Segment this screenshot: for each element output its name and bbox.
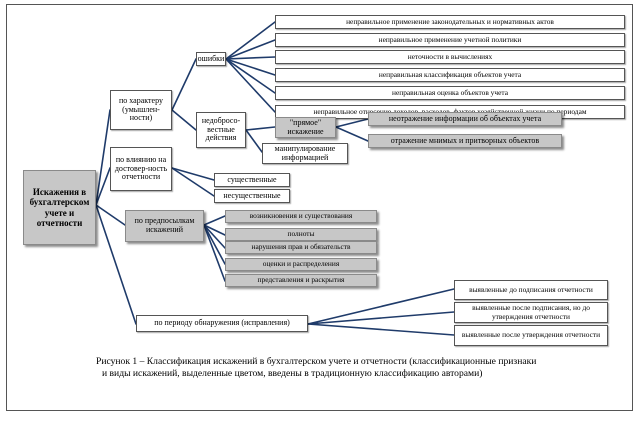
error-item: неправильное применение законодательных …: [275, 15, 625, 29]
node-by-influence: по влиянию на достовер-ность отчетности: [110, 147, 172, 191]
node-by-character: по характеру (умышлен-ности): [110, 90, 172, 130]
detection-item: выявленные после подписания, но до утвер…: [454, 302, 608, 323]
error-item: неправильная оценка объектов учета: [275, 86, 625, 100]
direct-item: неотражение информации об объектах учета: [368, 112, 562, 126]
detection-item: выявленные после утверждения отчетности: [454, 325, 608, 346]
root-node: Искажения в бухгалтерском учете и отчетн…: [23, 170, 96, 245]
node-bad-faith: недобросо-вестные действия: [196, 112, 246, 148]
node-by-detection: по периоду обнаружения (исправления): [136, 315, 308, 332]
error-item: неправильная классификация объектов учет…: [275, 68, 625, 82]
premise-item: представления и раскрытия: [225, 274, 377, 287]
error-item: неточности в вычислениях: [275, 50, 625, 64]
node-by-premise: по предпосылкам искажений: [125, 210, 204, 242]
node-errors: ошибки: [196, 52, 226, 66]
premise-item: возникновения и существования: [225, 210, 377, 223]
influence-item: существенные: [214, 173, 290, 187]
node-manipulation: манипулирование информацией: [262, 143, 348, 164]
error-item: неправильное применение учетной политики: [275, 33, 625, 47]
premise-item: оценки и распределения: [225, 258, 377, 271]
caption-line: и виды искажений, выделенные цветом, вве…: [102, 367, 483, 379]
caption-line: Рисунок 1 – Классификация искажений в бу…: [96, 356, 537, 367]
detection-item: выявленные до подписания отчетности: [454, 280, 608, 300]
node-direct-distortion: "прямое" искажение: [275, 117, 336, 138]
premise-item: нарушения прав и обязательств: [225, 241, 377, 254]
premise-item: полноты: [225, 228, 377, 241]
figure-caption: Рисунок 1 – Классификация искажений в бу…: [96, 356, 596, 380]
direct-item: отражение мнимых и притворных объектов: [368, 134, 562, 148]
influence-item: несущественные: [214, 189, 290, 203]
